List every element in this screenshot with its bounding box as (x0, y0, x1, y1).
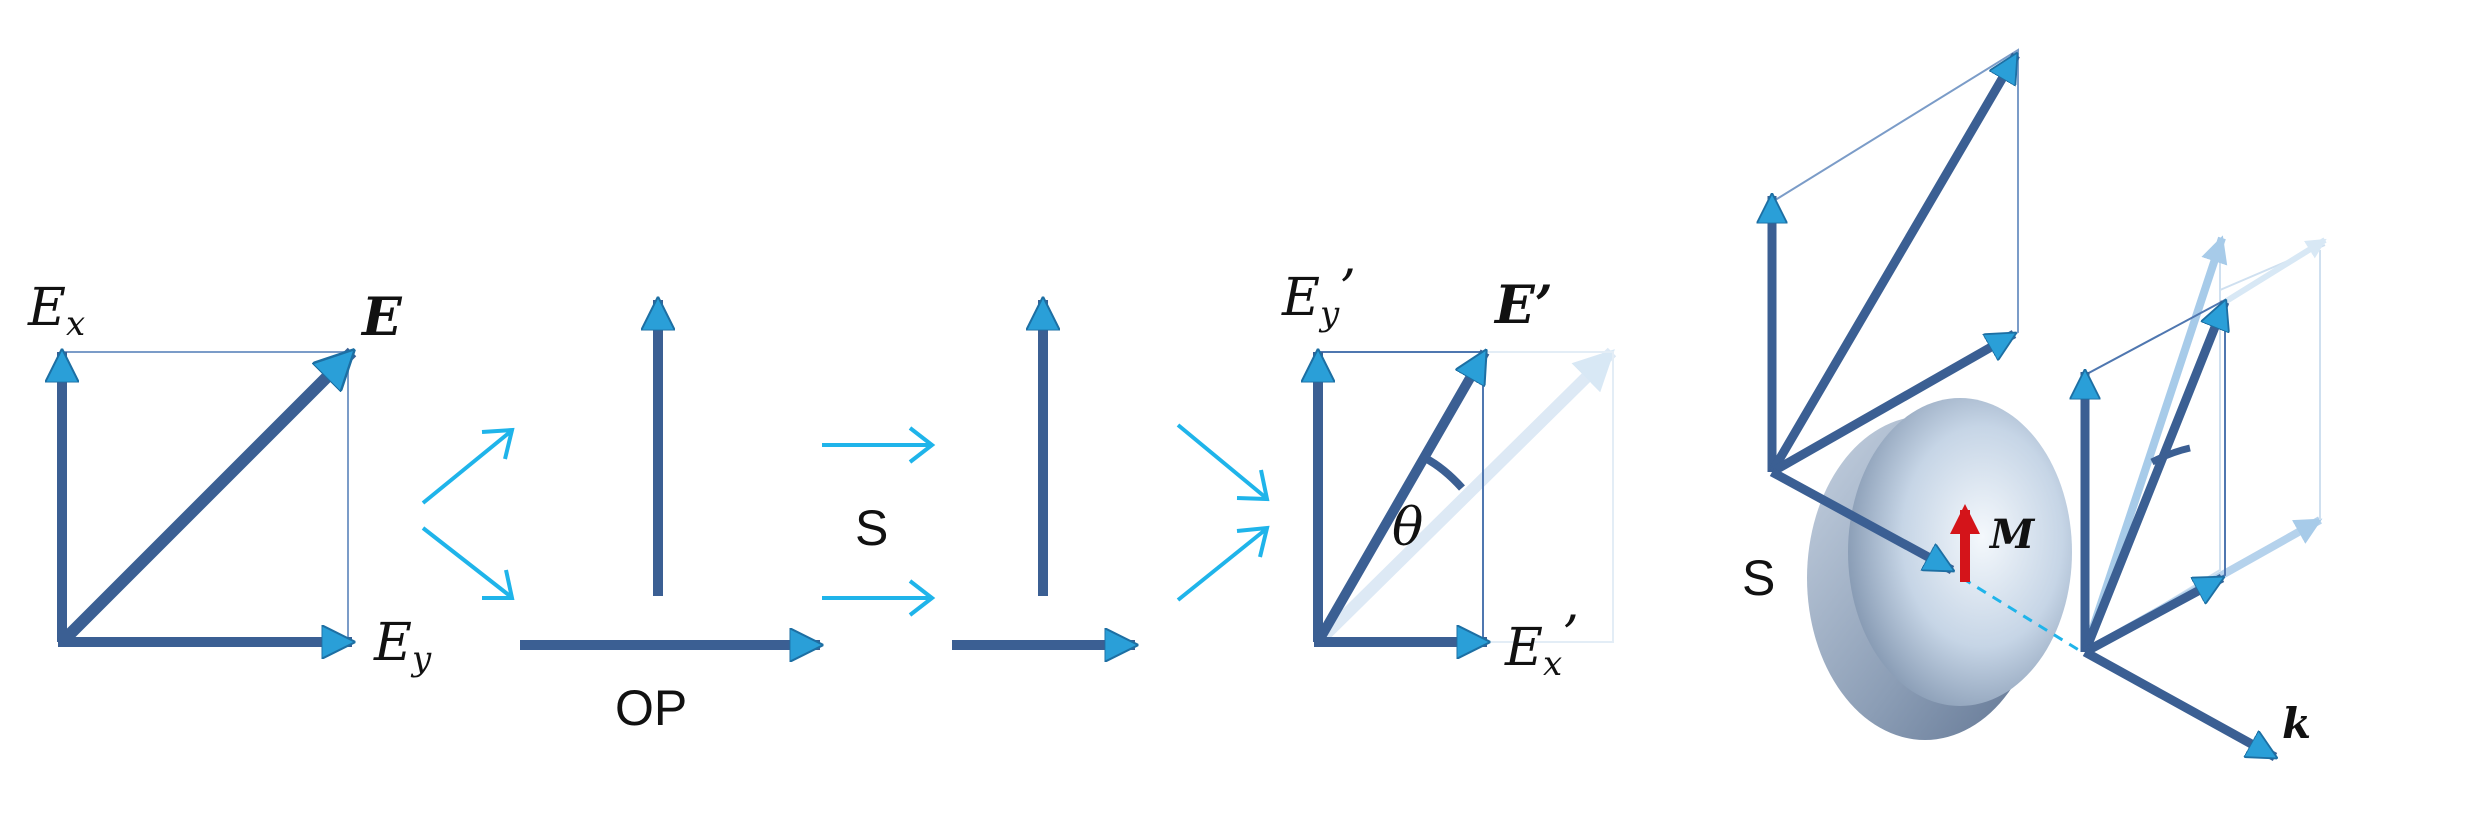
process-arrow-down (421, 526, 512, 598)
ey-prime-mark: ’ (1339, 260, 1356, 320)
ex-label: E (27, 278, 66, 338)
theta-label: θ (1392, 498, 1423, 558)
incoming-horizontal-arrow (1769, 330, 2014, 476)
outgoing-field-3d (2080, 235, 2327, 761)
propagation-axis-dashed (1961, 576, 2083, 654)
combine-process-arrows (1176, 423, 1270, 602)
process-arrow-up (421, 430, 512, 505)
e-prime-arrow (1313, 352, 1490, 645)
original-field-ghost-arrow (1313, 347, 1617, 647)
outgoing-horizontal-arrow (2082, 574, 2222, 656)
s-process-arrows: S (822, 426, 936, 617)
combine-arrow-top (1176, 423, 1267, 499)
outgoing-rotation-arc (2150, 444, 2191, 466)
combine-arrowhead-top (1236, 469, 1270, 502)
ey-label: E (373, 613, 412, 673)
ghost-top-arrow (2218, 237, 2327, 308)
ex-subscript: x (66, 304, 85, 344)
e-field-label: E (360, 287, 403, 348)
process-arrowhead-down (482, 569, 515, 600)
panel-3d-geometry: S M k (1742, 48, 2327, 761)
k-label: k (2282, 699, 2311, 748)
svg-text:Ey’: Ey’ (1281, 260, 1356, 334)
split-process-arrows (421, 427, 515, 600)
incoming-field-3d (1768, 48, 2020, 476)
magnetization-label: M (1988, 511, 2036, 558)
svg-text:Ex: Ex (27, 278, 85, 344)
k-direction-arrow (2082, 648, 2275, 761)
ex-prime-mark: ’ (1562, 606, 1579, 666)
sample-disk (1807, 398, 2072, 740)
s-arrowhead-top (908, 426, 936, 464)
svg-text:Ey: Ey (373, 613, 432, 679)
outgoing-diagonal-arrow (2080, 302, 2225, 654)
ex-prime-label: E (1504, 618, 1543, 678)
panel-op: OP (520, 300, 820, 736)
panel-input-field: Ex E Ey (27, 278, 432, 679)
svg-text:Ex’: Ex’ (1504, 606, 1579, 684)
e-field-arrow (57, 352, 352, 647)
ey-prime-label: E (1281, 268, 1320, 328)
op-label: OP (615, 680, 687, 736)
process-arrowhead-up (481, 427, 515, 460)
propagation-axis-arrow (1769, 468, 1952, 574)
combine-arrowhead-bottom (1236, 525, 1270, 558)
ey-subscript: y (410, 639, 432, 679)
combine-arrow-bottom (1176, 528, 1267, 602)
ghost-component-box (1482, 351, 1614, 643)
e-prime-label: E’ (1493, 275, 1553, 336)
panel-after-sample (952, 300, 1135, 645)
sample-label: S (1742, 550, 1775, 606)
incoming-diagonal-arrow (1768, 55, 2020, 475)
s-process-label: S (855, 500, 888, 556)
s-arrowhead-bottom (908, 579, 936, 617)
ey-prime-subscript: y (1318, 294, 1340, 334)
panel-rotated-field: θ Ey’ E’ Ex’ (1281, 260, 1617, 684)
ex-prime-subscript: x (1543, 644, 1562, 684)
rotation-angle-arc (1423, 454, 1465, 491)
